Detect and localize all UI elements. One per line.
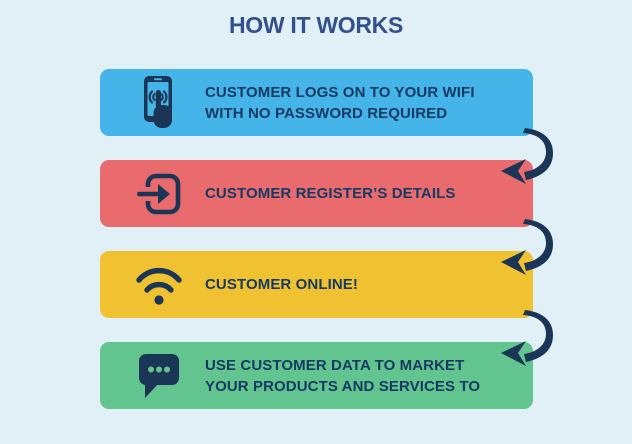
step-1-label-line2: WITH NO PASSWORD REQUIRED <box>205 104 448 122</box>
login-icon <box>135 171 183 217</box>
step-4-label-line1: USE CUSTOMER DATA TO MARKET <box>205 356 465 374</box>
phone-tap-icon <box>135 75 183 130</box>
page-title: HOW IT WORKS <box>229 12 403 38</box>
step-2-bar: CUSTOMER REGISTER’S DETAILS <box>100 160 533 227</box>
step-3-label-line1: CUSTOMER ONLINE! <box>205 276 358 293</box>
curved-arrow-connector-1 <box>501 128 553 184</box>
curved-arrow-connector-3 <box>501 310 553 366</box>
chat-icon <box>135 352 183 400</box>
step-4-label-line2: YOUR PRODUCTS AND SERVICES TO <box>205 377 481 395</box>
step-3-bar: CUSTOMER ONLINE! <box>100 251 533 318</box>
curved-arrow-connector-2 <box>501 219 553 275</box>
step-4-bar: USE CUSTOMER DATA TO MARKET YOUR PRODUCT… <box>100 342 533 409</box>
step-1-bar: CUSTOMER LOGS ON TO YOUR WIFI WITH NO PA… <box>100 69 533 136</box>
step-1-label-line1: CUSTOMER LOGS ON TO YOUR WIFI <box>205 83 475 101</box>
wifi-icon <box>135 264 183 306</box>
step-2-label-line1: CUSTOMER REGISTER’S DETAILS <box>205 185 456 202</box>
